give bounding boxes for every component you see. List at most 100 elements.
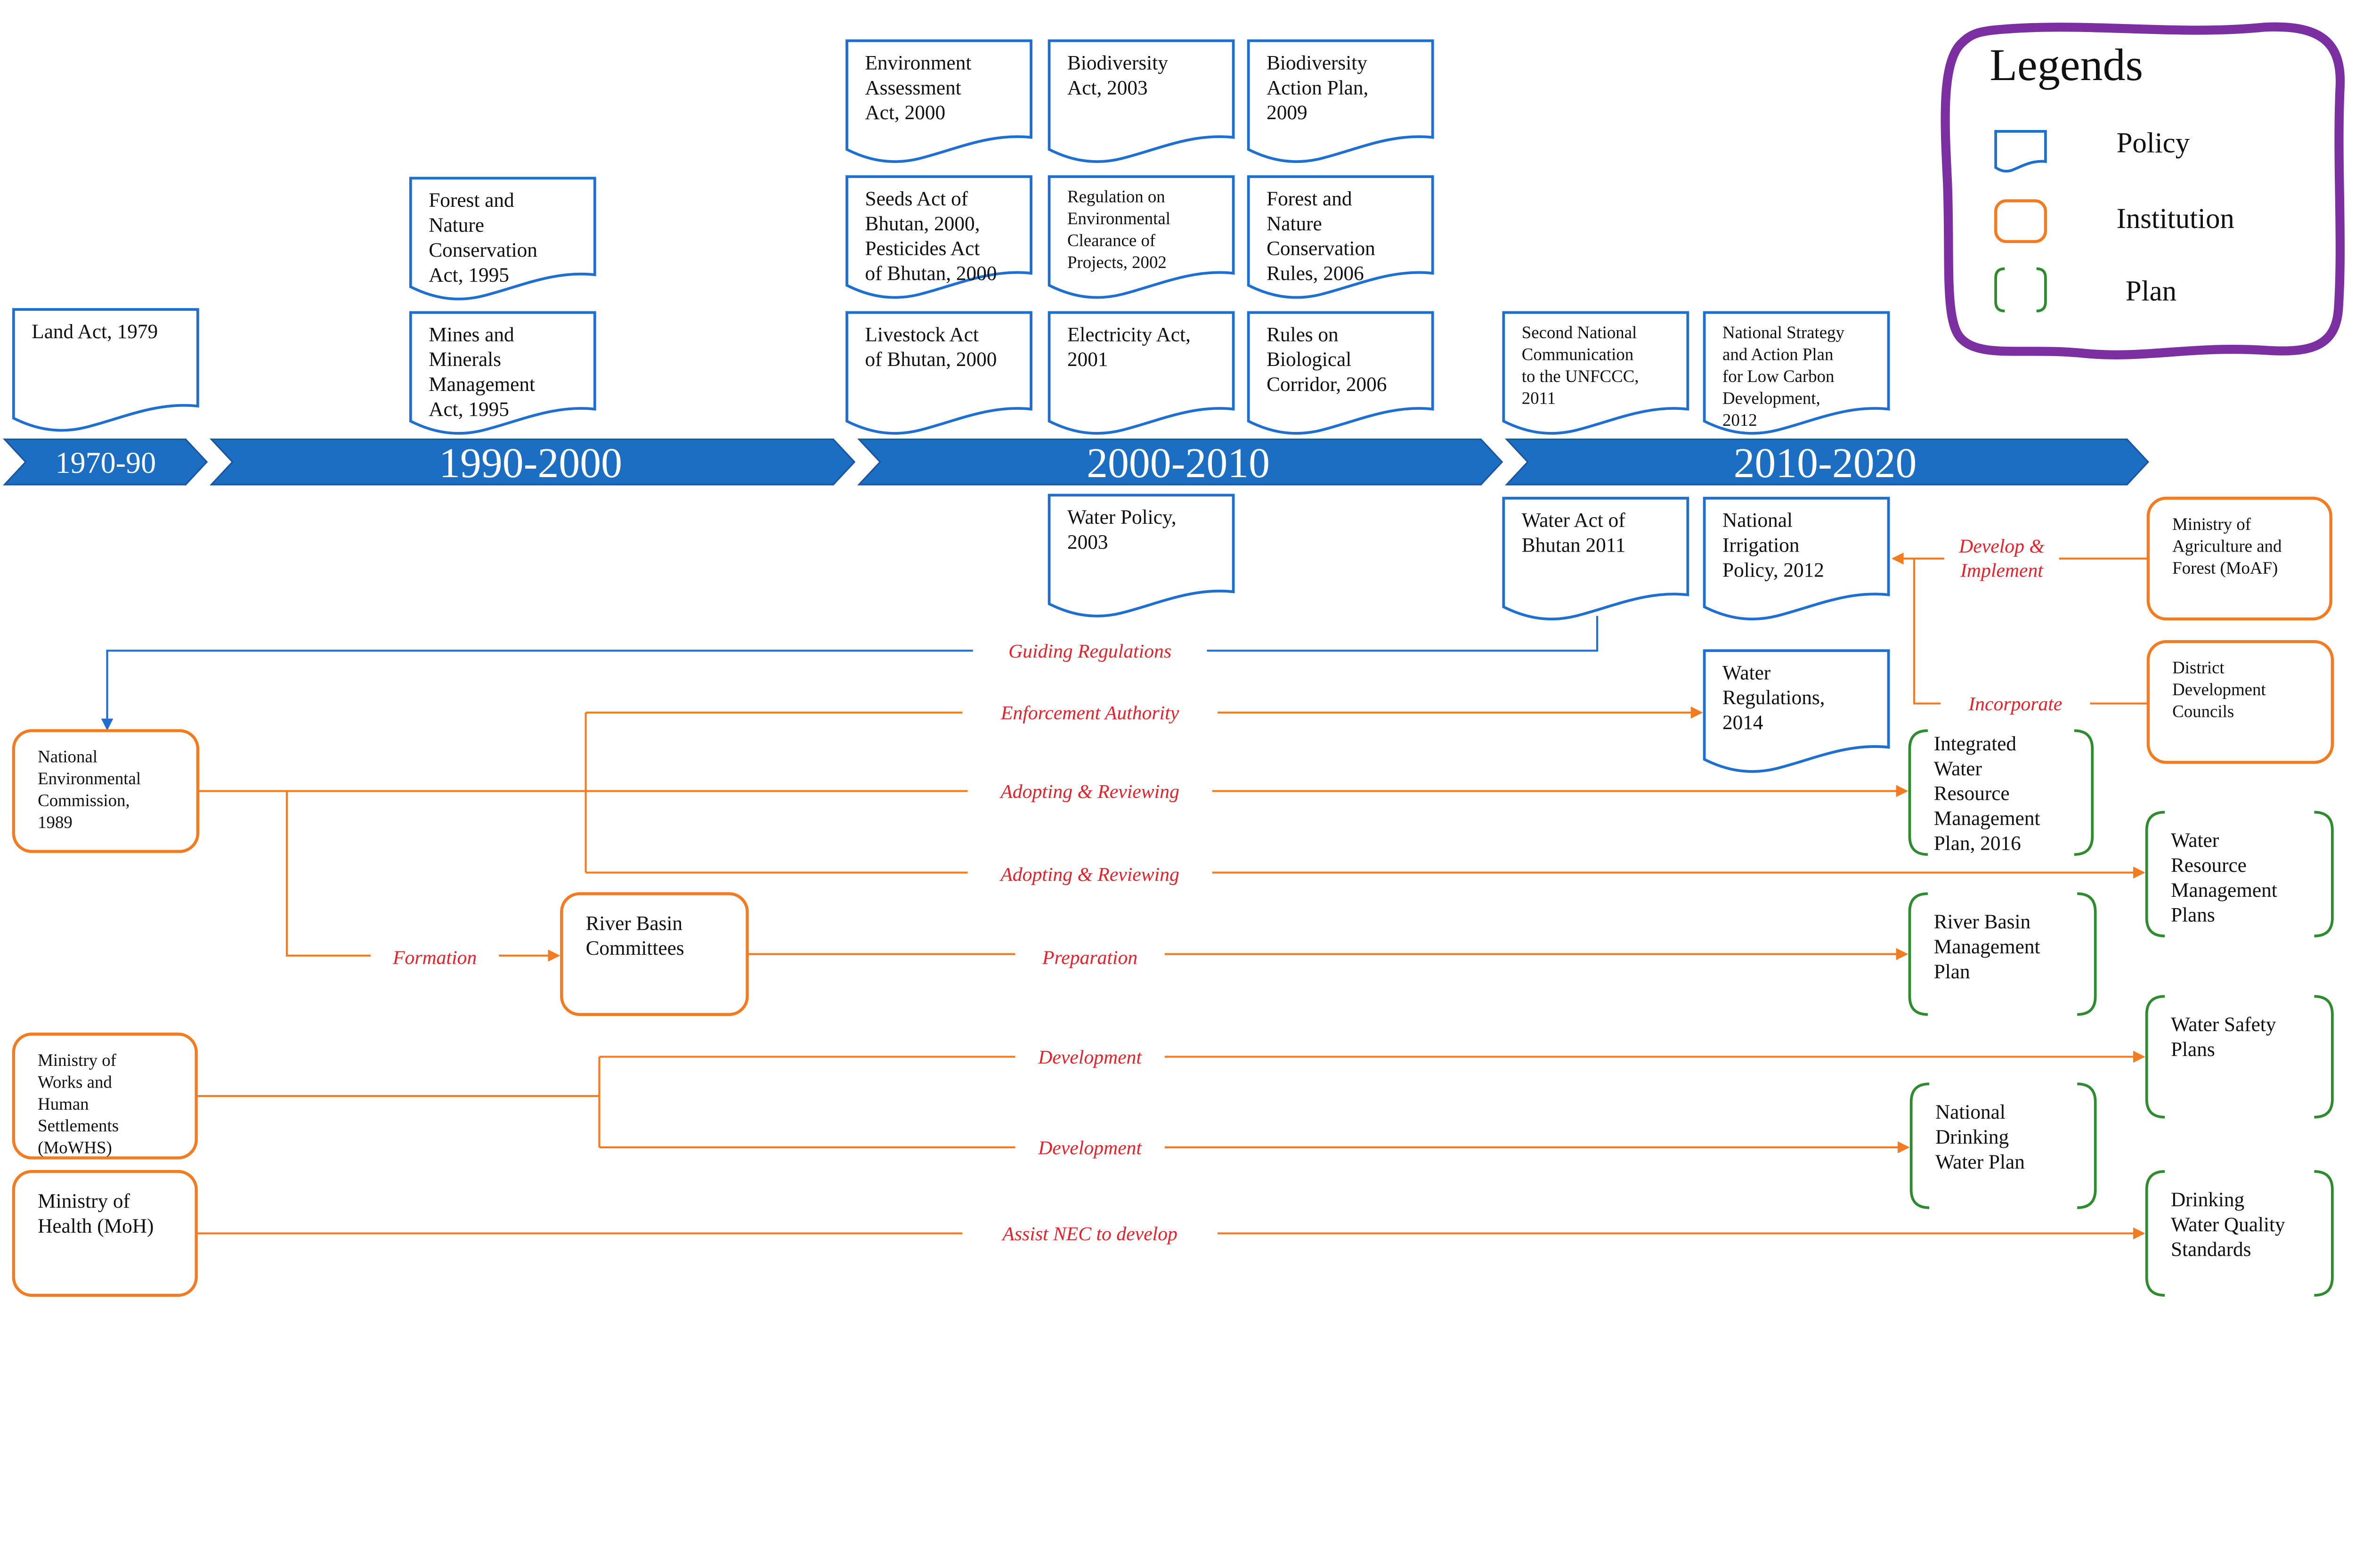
text-line: 2014 [1722,711,1763,734]
text-line: Committees [586,937,684,959]
text-line: Act, 2003 [1067,76,1148,99]
text-line: Nature [1267,212,1322,235]
text-line: Biodiversity [1067,51,1168,74]
text-line: Conservation [429,239,537,261]
relation-label: Preparation [1042,947,1137,968]
text-line: Ministry of [2172,514,2251,534]
text-line: (MoWHS) [38,1138,112,1157]
relation-label: Incorporate [1968,693,2062,715]
policy-text: Water Policy,2003 [1067,506,1177,553]
relation-label: Development [1038,1047,1142,1068]
policy-text: Land Act, 1979 [32,320,158,343]
connector-line [101,616,1599,731]
text-line: Bhutan 2011 [1522,534,1626,556]
text-line: Water Act of [1522,509,1625,532]
text-line: Development, [1722,388,1820,407]
text-line: Clearance of [1067,230,1156,250]
text-line: Act, 2000 [865,101,946,124]
text-line: of Bhutan, 2000 [865,262,997,285]
text-line: Standards [2171,1238,2251,1261]
legend-item-label: Plan [2126,276,2176,307]
text-line: 1989 [38,812,73,832]
text-line: Communication [1522,344,1633,364]
text-line: Drinking [1935,1126,2009,1148]
text-line: Water Quality [2171,1213,2285,1236]
policy-node: Electricity Act,2001 [1048,311,1235,435]
timeline-segment-2000-2010 [857,439,1503,486]
text-line: Resource [2171,854,2247,877]
text-line: Biological [1267,348,1351,371]
text-line: Bhutan, 2000, [865,212,980,235]
text-line: Management [2171,879,2277,902]
text-line: Plans [2171,1038,2215,1061]
text-line: Agriculture and [2172,536,2282,555]
legend-institution-icon [1994,199,2047,244]
text-line: Ministry of [38,1190,130,1212]
text-line: Forest and [429,189,514,211]
text-line: Drinking [2171,1188,2244,1211]
text-line: Action Plan, [1267,76,1368,99]
text-line: Ministry of [38,1050,117,1070]
legend-title: Legends [1990,40,2143,90]
text-line: River Basin [1934,910,2030,933]
text-line: Nature [429,214,484,236]
text-line: Resource [1934,782,2010,805]
timeline-label: 1970-90 [56,446,156,479]
text-line: of Bhutan, 2000 [865,348,997,371]
relation-label: Assist NEC to develop [1001,1223,1177,1245]
text-line: Forest (MoAF) [2172,558,2278,577]
text-line: Regulations, [1722,686,1825,709]
timeline-segment-1970-90 [2,439,208,486]
text-line: Rules, 2006 [1267,262,1364,285]
text-line: Commission, [38,791,130,810]
text-line: Water Safety [2171,1013,2276,1036]
text-line: Health (MoH) [38,1215,154,1237]
text-line: and Action Plan [1722,344,1833,364]
relation-label: Formation [392,947,477,968]
text-line: 2012 [1722,410,1757,430]
text-line: Environment [865,51,972,74]
timeline-segment-2010-2020 [1505,439,2150,486]
text-line: Development [2172,680,2266,699]
text-line: Conservation [1267,237,1375,260]
policy-node: Water Policy,2003 [1048,494,1235,617]
text-line: Plan, 2016 [1934,832,2021,854]
text-line: Plans [2171,904,2215,926]
text-line: Water Policy, [1067,506,1177,528]
text-line: Biodiversity [1267,51,1367,74]
text-line: Environmental [1067,209,1170,228]
relation-label: Development [1038,1137,1142,1159]
text-line: 2011 [1522,388,1556,407]
text-line: Environmental [38,769,141,788]
text-line: Councils [2172,701,2234,721]
text-line: National [1935,1101,2006,1123]
timeline-label: 2000-2010 [1087,440,1270,487]
